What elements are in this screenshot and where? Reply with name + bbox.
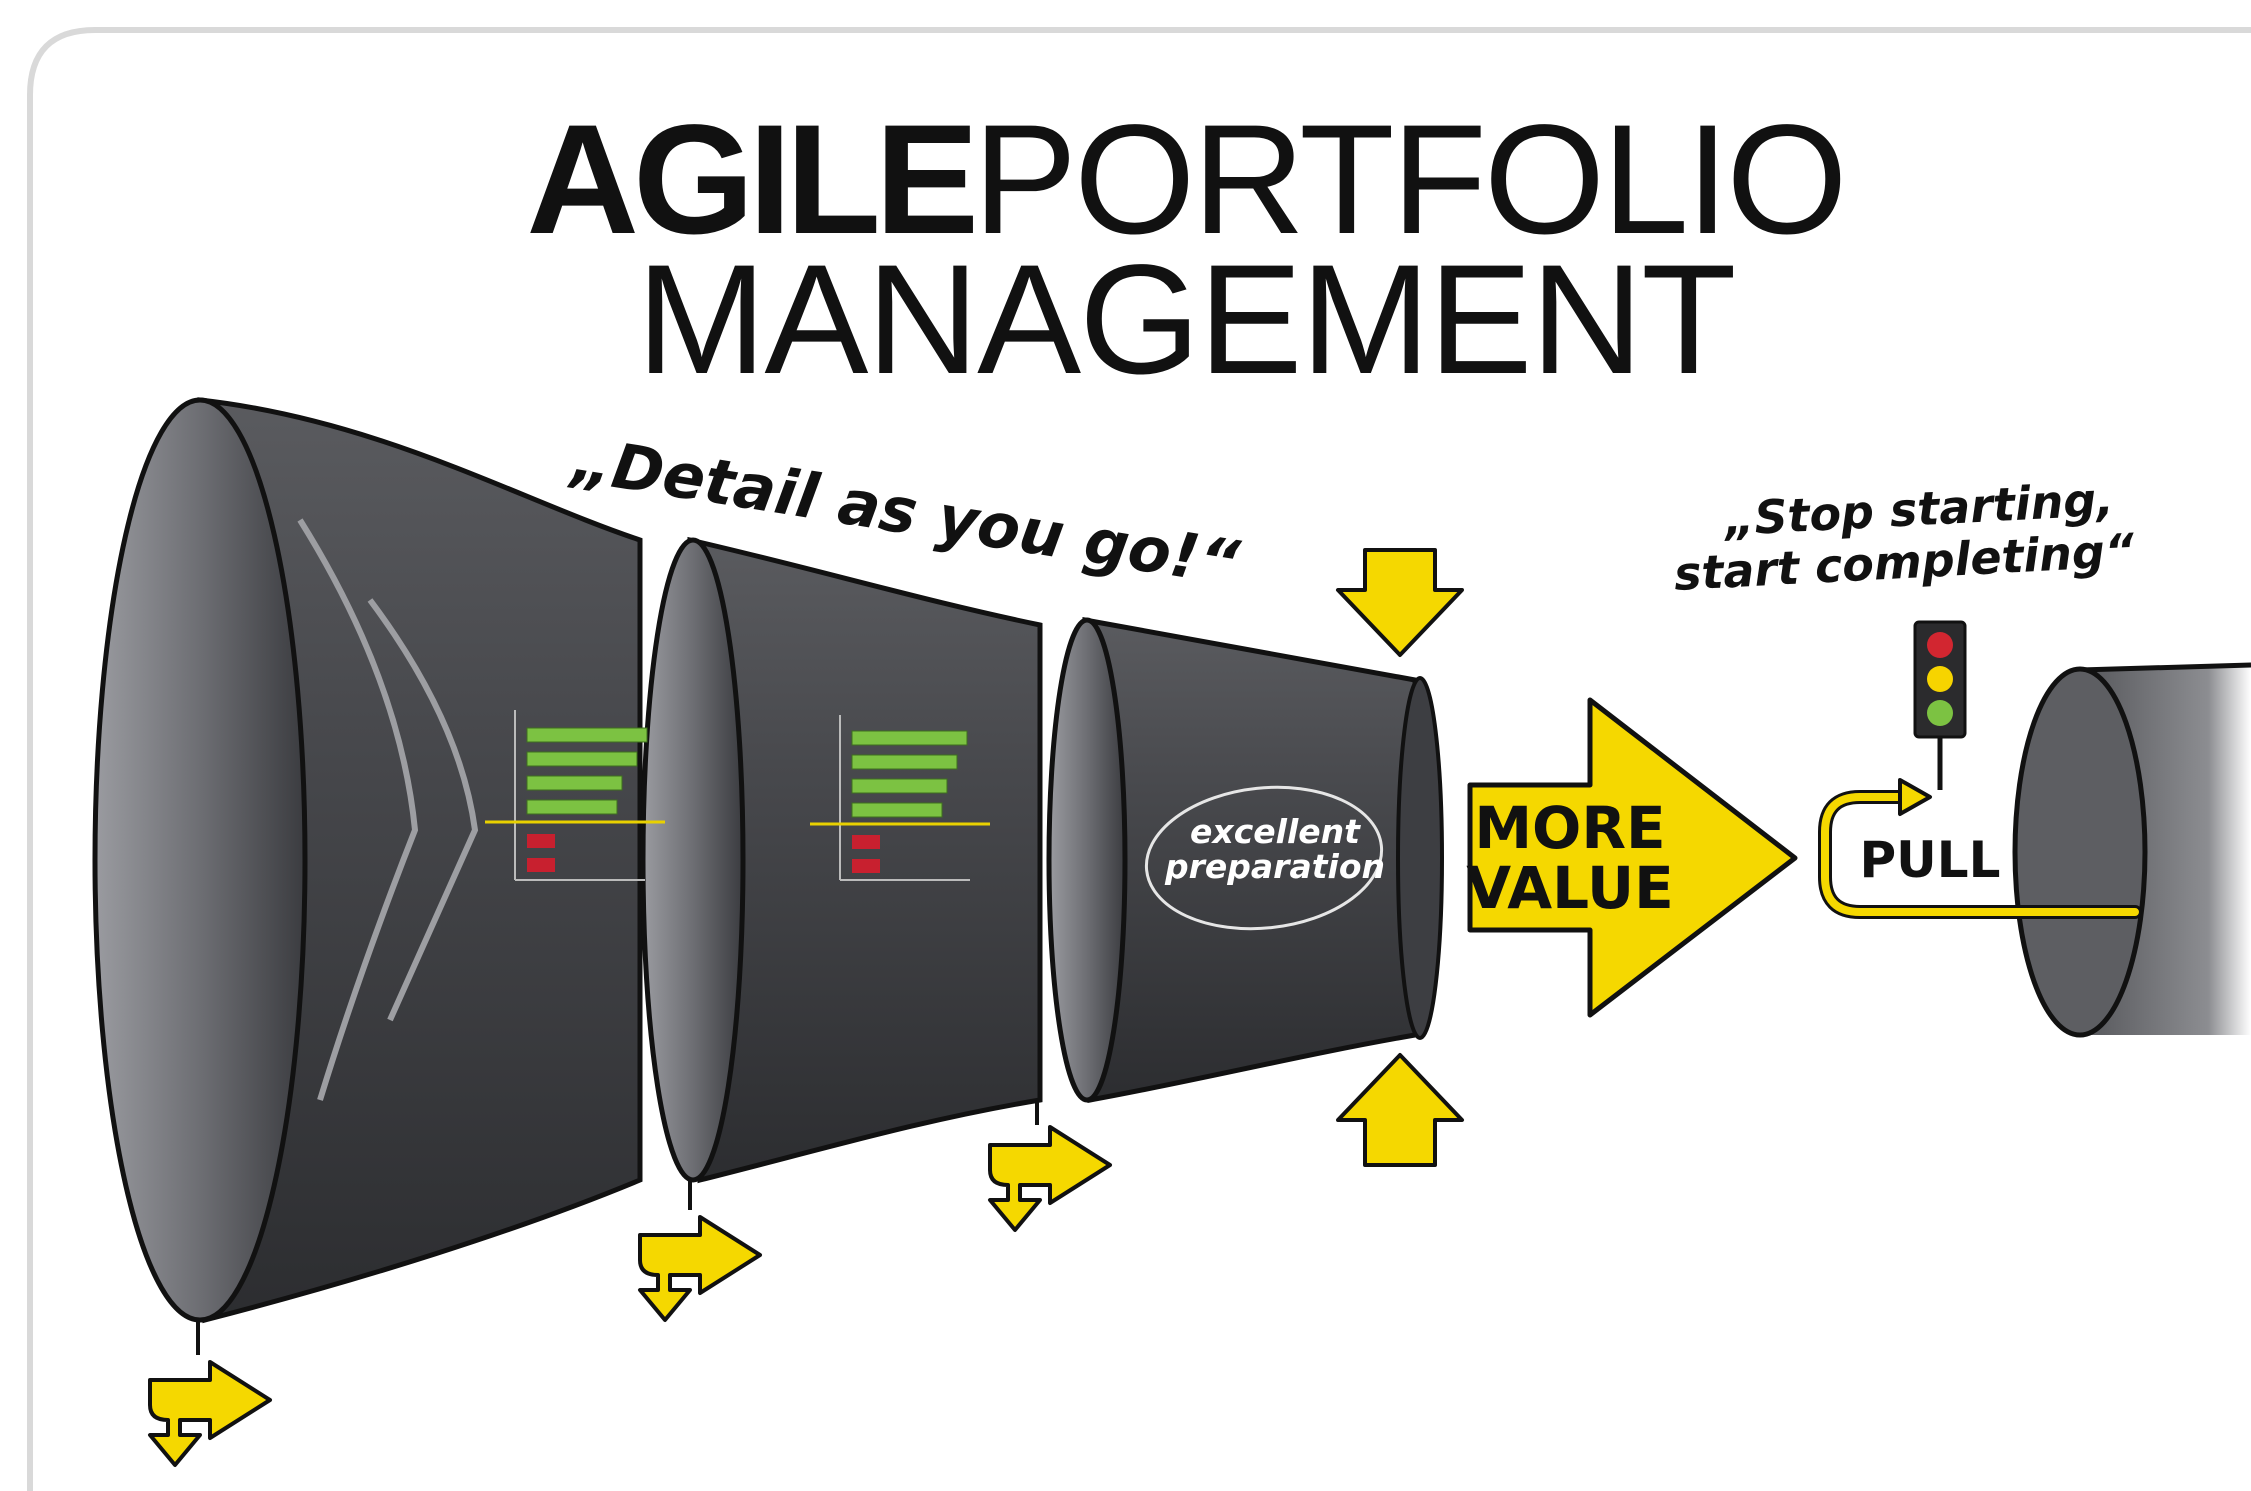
title-portfolio: PORTFOLIO [973, 93, 1848, 267]
bar-chart-icon [810, 715, 990, 881]
funnel-stage-3 [1035, 617, 1444, 1125]
traffic-light-icon [1913, 620, 1967, 790]
split-arrow-icon [148, 1360, 272, 1467]
quote-detail: „Detail as you go!“ [565, 422, 1245, 600]
quote-stop-starting: „Stop starting, start completing“ [1673, 472, 2136, 601]
split-arrow-icon [988, 1125, 1112, 1232]
up-arrow-icon [1336, 1053, 1464, 1167]
pull-loop: PULL [1818, 778, 2142, 919]
title: AGILEPORTFOLIO MANAGEMENT [0, 102, 2251, 407]
chevron-icon [297, 518, 419, 1101]
down-arrow-icon [1336, 548, 1464, 657]
more-value-arrow: MORE VALUE [1466, 697, 1798, 1018]
title-agile: AGILE [526, 93, 979, 267]
funnel-stage-1 [92, 397, 643, 1355]
title-management: MANAGEMENT [636, 233, 1736, 407]
arrow-label-line-1: MORE [1474, 794, 1665, 862]
funnel-stage-2 [640, 536, 1043, 1210]
excellent-preparation-badge: excellent preparation [1144, 785, 1385, 931]
pipe [2012, 662, 2251, 1038]
arrow-label-line-2: VALUE [1466, 854, 1673, 922]
ellipse-line-1: excellent [1190, 812, 1361, 851]
ellipse-line-2: preparation [1164, 847, 1385, 886]
title-line-1: AGILEPORTFOLIO [120, 102, 2251, 258]
pull-label: PULL [1860, 831, 2001, 889]
split-arrow-icon [638, 1215, 762, 1322]
bar-chart-icon [485, 710, 665, 881]
